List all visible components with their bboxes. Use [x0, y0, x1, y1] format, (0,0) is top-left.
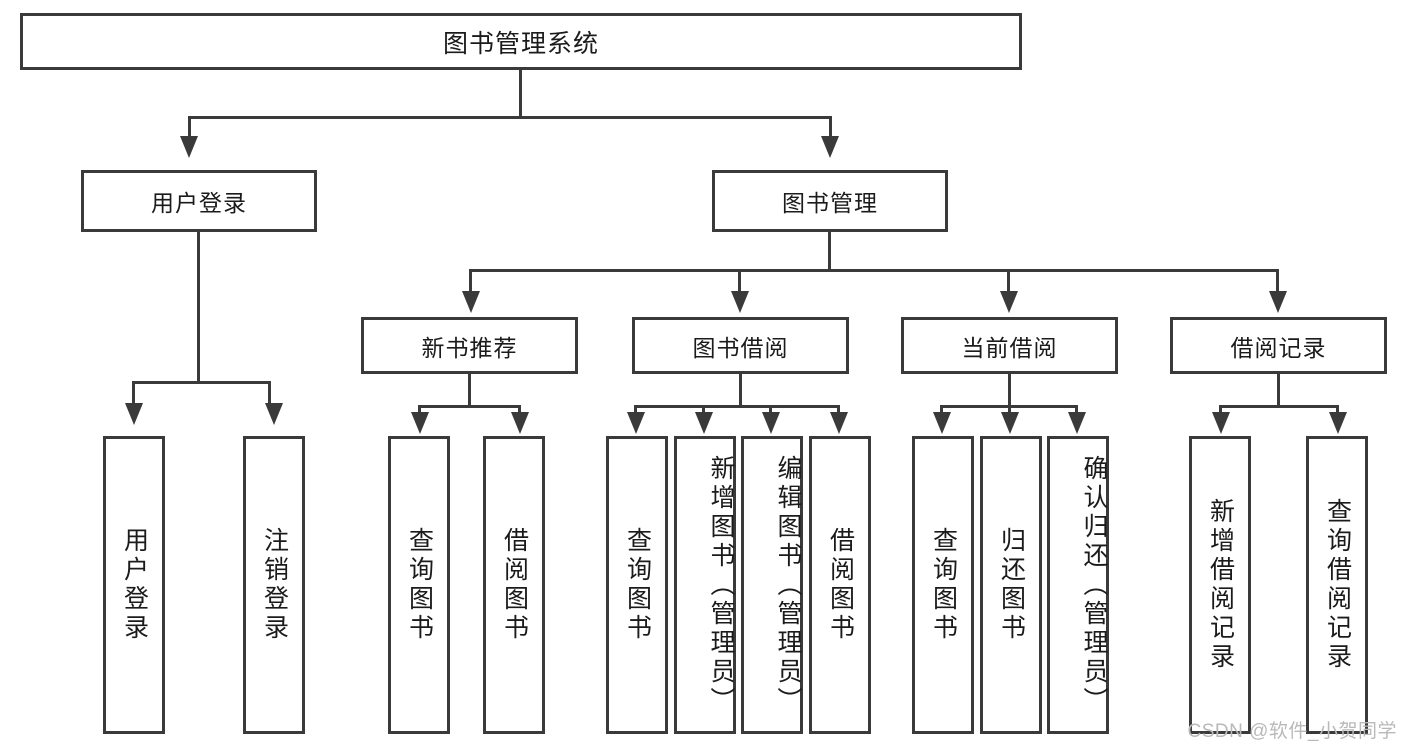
node-label: 查询借阅记录	[1323, 498, 1352, 672]
node-label: 借阅记录	[1230, 334, 1327, 361]
connector-nbr-drop-2	[518, 405, 521, 417]
connector-nbr-bar	[418, 405, 521, 408]
node-borrow-record[interactable]: 借阅记录	[1170, 317, 1387, 374]
arrow-to-borrow-record	[1269, 291, 1287, 313]
arrow-to-current-borrow	[1000, 291, 1018, 313]
connector-bb-drop-1	[634, 405, 637, 417]
arrow-to-leaf-add-book	[695, 412, 713, 434]
leaf-return-book[interactable]: 归还图书	[980, 436, 1042, 734]
connector-cb-drop-2	[1008, 405, 1011, 417]
arrow-to-book-management	[821, 136, 839, 158]
connector-nbr-stem	[468, 374, 471, 408]
arrow-to-new-book-recommend	[462, 291, 480, 313]
connector-bb-drop-4	[837, 405, 840, 417]
leaf-query-book-current[interactable]: 查询图书	[912, 436, 974, 734]
arrow-to-leaf-query-book-3	[933, 412, 951, 434]
leaf-add-book-admin[interactable]: 新增图书（管理员）	[674, 436, 736, 734]
node-label: 确认归还（管理员）	[1080, 454, 1108, 716]
arrow-to-leaf-return-book	[1001, 412, 1019, 434]
connector-br-drop-1	[1219, 405, 1222, 417]
node-label: 查询图书	[405, 527, 434, 643]
connector-cb-drop-3	[1075, 405, 1078, 417]
connector-user-login-stem	[197, 232, 200, 384]
arrow-to-leaf-confirm-return	[1068, 412, 1086, 434]
connector-book-mgmt-drop-3	[1007, 269, 1010, 293]
leaf-query-borrow-record[interactable]: 查询借阅记录	[1306, 436, 1368, 734]
arrow-to-leaf-add-record	[1212, 412, 1230, 434]
node-label: 借阅图书	[826, 527, 855, 643]
arrow-to-leaf-logout	[265, 403, 283, 425]
node-label: 新书推荐	[421, 334, 518, 361]
connector-user-login-left-drop	[132, 381, 135, 405]
connector-root-left-drop	[188, 116, 191, 138]
arrow-to-leaf-query-record	[1329, 412, 1347, 434]
node-label: 用户登录	[120, 527, 149, 643]
arrow-to-leaf-borrow-book-1	[511, 412, 529, 434]
node-label: 查询图书	[929, 527, 958, 643]
node-label: 归还图书	[997, 527, 1026, 643]
node-label: 查询图书	[623, 527, 652, 643]
leaf-user-login[interactable]: 用户登录	[103, 436, 165, 734]
node-label: 编辑图书（管理员）	[774, 454, 802, 716]
node-label: 图书借阅	[692, 334, 789, 361]
leaf-logout[interactable]: 注销登录	[243, 436, 305, 734]
node-label: 图书管理系统	[442, 29, 599, 58]
connector-book-mgmt-bar	[469, 269, 1279, 272]
node-user-login[interactable]: 用户登录	[81, 170, 317, 232]
node-new-book-recommend[interactable]: 新书推荐	[361, 317, 578, 374]
arrow-to-book-borrow	[731, 291, 749, 313]
node-label: 图书管理	[782, 190, 878, 216]
node-label: 新增图书（管理员）	[707, 454, 735, 716]
connector-user-login-right-drop	[268, 381, 271, 405]
arrow-to-leaf-borrow-book-2	[830, 412, 848, 434]
arrow-to-leaf-edit-book	[762, 412, 780, 434]
node-root-book-management-system[interactable]: 图书管理系统	[20, 13, 1022, 70]
connector-user-login-bar	[132, 381, 270, 384]
leaf-query-book-borrow[interactable]: 查询图书	[606, 436, 668, 734]
node-current-borrow[interactable]: 当前借阅	[901, 317, 1118, 374]
arrow-to-user-login	[180, 136, 198, 158]
node-book-borrow[interactable]: 图书借阅	[632, 317, 849, 374]
leaf-query-book-new-recommend[interactable]: 查询图书	[388, 436, 450, 734]
connector-bb-drop-2	[702, 405, 705, 417]
connector-root-stem	[519, 70, 522, 118]
leaf-add-borrow-record[interactable]: 新增借阅记录	[1189, 436, 1251, 734]
connector-bb-stem	[739, 374, 742, 408]
watermark-text: CSDN @软件_小贺同学	[1187, 721, 1397, 742]
connector-book-mgmt-drop-4	[1276, 269, 1279, 293]
node-label: 当前借阅	[961, 334, 1058, 361]
connector-cb-stem	[1008, 374, 1011, 408]
node-label: 注销登录	[260, 527, 289, 643]
arrow-to-leaf-query-book-2	[627, 412, 645, 434]
connector-br-drop-2	[1336, 405, 1339, 417]
arrow-to-leaf-user-login	[125, 403, 143, 425]
connector-root-right-drop	[829, 116, 832, 138]
connector-root-bar	[188, 116, 832, 119]
leaf-borrow-book-borrow[interactable]: 借阅图书	[809, 436, 871, 734]
connector-br-bar	[1219, 405, 1339, 408]
arrow-to-leaf-query-book-1	[411, 412, 429, 434]
node-label: 用户登录	[151, 190, 247, 216]
connector-nbr-drop-1	[418, 405, 421, 417]
connector-book-mgmt-drop-2	[738, 269, 741, 293]
connector-br-stem	[1277, 374, 1280, 408]
leaf-borrow-book-new-recommend[interactable]: 借阅图书	[483, 436, 545, 734]
connector-bb-bar	[634, 405, 840, 408]
node-book-management[interactable]: 图书管理	[712, 170, 948, 232]
node-label: 新增借阅记录	[1206, 498, 1235, 672]
connector-cb-drop-1	[940, 405, 943, 417]
node-label: 借阅图书	[500, 527, 529, 643]
leaf-edit-book-admin[interactable]: 编辑图书（管理员）	[741, 436, 803, 734]
leaf-confirm-return-admin[interactable]: 确认归还（管理员）	[1047, 436, 1109, 734]
connector-bb-drop-3	[769, 405, 772, 417]
connector-book-mgmt-stem	[828, 232, 831, 272]
connector-book-mgmt-drop-1	[469, 269, 472, 293]
